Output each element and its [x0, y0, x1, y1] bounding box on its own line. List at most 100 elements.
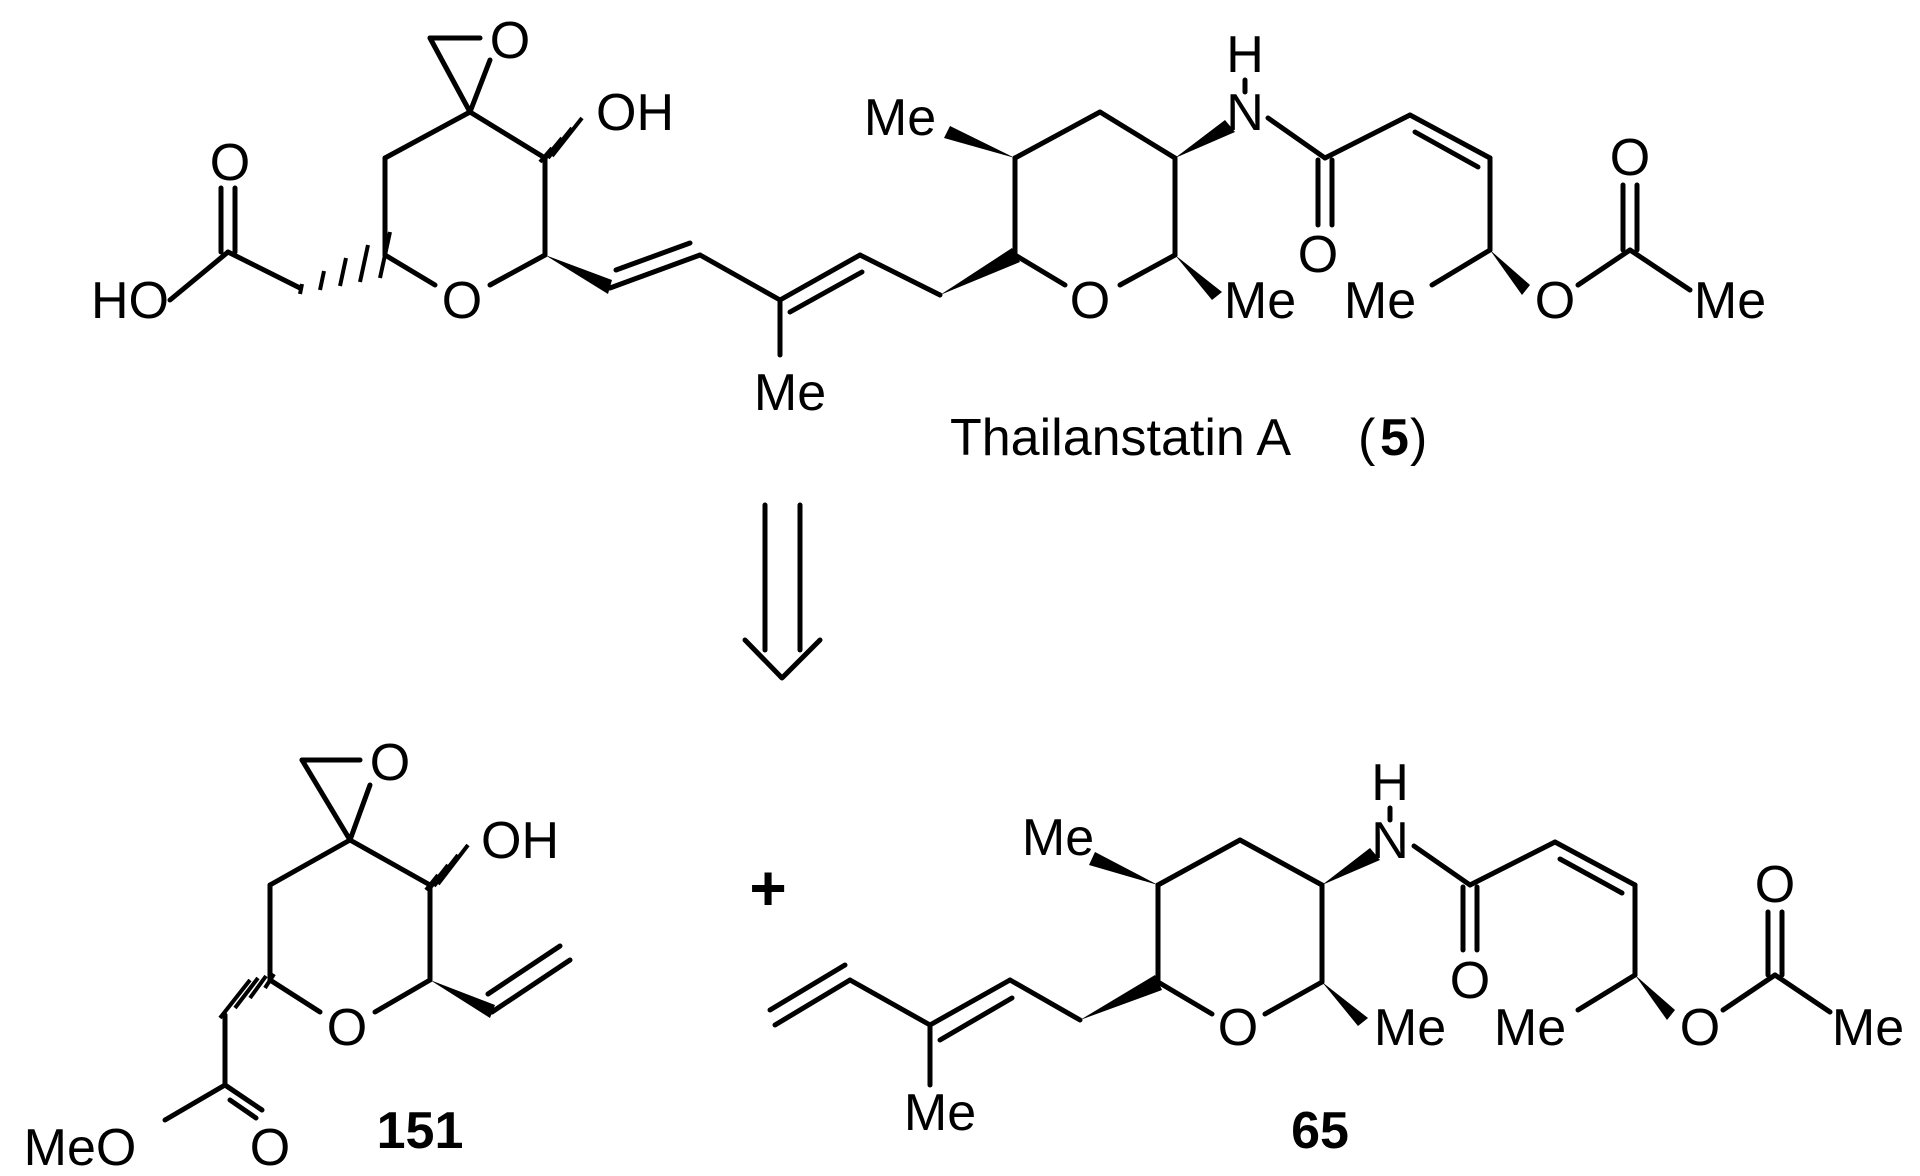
bond: [1720, 972, 1778, 1013]
bond: [607, 252, 703, 291]
bond: [767, 962, 848, 1013]
ring-oxygen-label: O: [442, 272, 482, 330]
bond: [1012, 252, 1068, 288]
ester-oxygen-label: O: [1535, 272, 1575, 330]
bond: [222, 1082, 265, 1113]
hashed-bond: [298, 231, 392, 295]
carbonyl-oxygen-label: O: [1755, 856, 1795, 914]
bond: [467, 57, 493, 115]
wedge-bond: [940, 248, 1020, 295]
bond: [1322, 112, 1413, 161]
methyl-label: Me: [1344, 272, 1416, 330]
amide-oxygen-label: O: [1450, 952, 1490, 1010]
compound-151-structure: O O OH O MeO: [24, 734, 573, 1176]
target-label: Thailanstatin A ( 5 ): [950, 409, 1427, 467]
amide-oxygen-label: O: [1298, 226, 1338, 284]
bond: [467, 109, 548, 161]
retrosynthetic-arrow-icon: [742, 502, 823, 681]
bond: [697, 252, 783, 303]
methoxy-label: MeO: [24, 1119, 137, 1176]
hashed-bond: [538, 116, 584, 164]
hydroxyl-label: OH: [481, 812, 559, 870]
bond: [1467, 839, 1558, 888]
bond: [787, 269, 865, 315]
amide-hydrogen-label: H: [1371, 754, 1409, 812]
bond: [1117, 252, 1178, 288]
bond: [777, 252, 863, 303]
bond: [1012, 109, 1103, 161]
wedge-bond: [1322, 982, 1368, 1026]
bond: [347, 837, 433, 888]
bond: [382, 252, 438, 288]
bond: [382, 109, 473, 161]
methyl-label: Me: [1224, 272, 1296, 330]
bond: [267, 977, 323, 1015]
plus-sign: +: [749, 852, 786, 924]
epoxide-oxygen-label: O: [490, 12, 530, 70]
methyl-label: Me: [754, 364, 826, 422]
carbonyl-oxygen-label: O: [1610, 129, 1650, 187]
wedge-bond: [545, 255, 612, 294]
bond: [227, 1097, 259, 1121]
ring-oxygen-label: O: [327, 999, 367, 1057]
bond: [847, 977, 933, 1028]
bond: [485, 943, 563, 997]
bond: [162, 1082, 228, 1123]
bond: [1155, 837, 1243, 888]
bond: [1627, 247, 1693, 293]
hashed-bond: [218, 972, 276, 1020]
methyl-label: Me: [1494, 999, 1566, 1057]
bond: [1575, 247, 1633, 288]
bond: [487, 252, 548, 288]
bond: [1265, 115, 1328, 161]
bond: [1411, 843, 1473, 888]
target-name: Thailanstatin A: [950, 409, 1291, 467]
bond: [1429, 247, 1493, 288]
compound-number-5: 5: [1380, 409, 1409, 467]
bond: [772, 977, 853, 1028]
hydroxyl-label: OH: [596, 84, 674, 142]
bond: [1772, 972, 1833, 1015]
methyl-label: Me: [1022, 809, 1094, 867]
bond: [225, 249, 303, 291]
bond: [1412, 129, 1481, 170]
hashed-bond: [424, 843, 470, 892]
compound-65-structure: Me O Me Me H N O Me O O: [767, 754, 1904, 1142]
wedge-bond: [1322, 848, 1380, 885]
bond: [1237, 837, 1325, 888]
ring-oxygen-label: O: [1070, 272, 1110, 330]
bond: [372, 977, 433, 1015]
epoxide-oxygen-label: O: [370, 734, 410, 792]
bond: [1007, 977, 1083, 1023]
wedge-bond: [944, 126, 1015, 158]
target-paren-close: ): [1410, 409, 1427, 467]
methyl-label: Me: [1374, 999, 1446, 1057]
amide-nitrogen-label: N: [1226, 84, 1264, 142]
bond: [1097, 109, 1178, 161]
bond: [267, 837, 353, 888]
bond: [1262, 979, 1325, 1017]
bond: [427, 35, 473, 115]
bond: [1575, 972, 1638, 1013]
target-paren-open: (: [1358, 409, 1376, 467]
bond: [1155, 979, 1215, 1017]
wedge-bond: [1089, 852, 1158, 885]
amide-hydrogen-label: H: [1226, 26, 1264, 84]
bond: [167, 249, 231, 303]
bond: [347, 782, 373, 843]
methyl-label: Me: [904, 1084, 976, 1142]
bond: [489, 957, 573, 1015]
wedge-bond: [1490, 250, 1530, 295]
bond: [299, 757, 353, 843]
wedge-bond: [430, 980, 495, 1018]
wedge-bond: [1175, 120, 1235, 158]
ester-oxygen-label: O: [1680, 999, 1720, 1057]
compound-number-151: 151: [377, 1102, 464, 1160]
wedge-bond: [1080, 975, 1162, 1020]
bond: [857, 252, 943, 298]
bond: [1552, 839, 1638, 888]
wedge-bond: [1635, 975, 1675, 1020]
carbonyl-oxygen-label: O: [250, 1119, 290, 1176]
amide-nitrogen-label: N: [1371, 812, 1409, 870]
